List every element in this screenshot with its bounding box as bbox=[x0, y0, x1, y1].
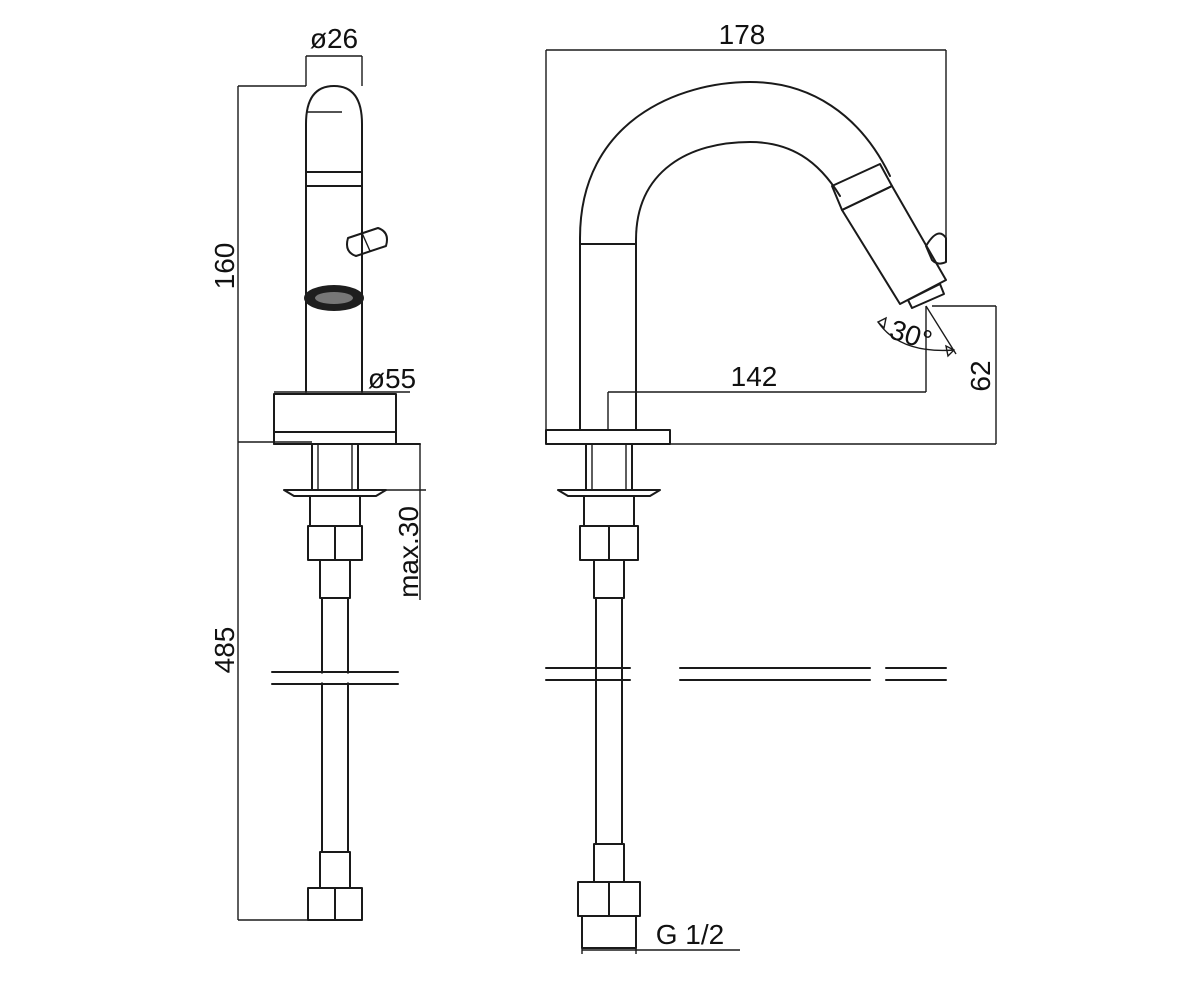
dim-front-reach: 142 bbox=[731, 361, 778, 392]
front-angle-indicator bbox=[876, 305, 957, 392]
side-dimensions bbox=[237, 55, 426, 921]
front-mounting-stem bbox=[557, 443, 661, 599]
front-view bbox=[545, 49, 997, 954]
dim-side-max-thickness: max.30 bbox=[393, 506, 424, 598]
dim-side-base-diameter: ø55 bbox=[368, 363, 416, 394]
dim-front-spout-height: 62 bbox=[965, 360, 996, 391]
front-base-plate bbox=[545, 429, 671, 445]
dim-side-diameter-top: ø26 bbox=[310, 23, 358, 54]
side-base-plate bbox=[273, 393, 421, 445]
front-spout bbox=[579, 81, 891, 431]
side-lever-knob bbox=[346, 227, 388, 257]
front-spout-head bbox=[831, 163, 947, 309]
front-dimensions bbox=[545, 49, 997, 954]
side-aerator bbox=[304, 285, 364, 311]
dim-front-width: 178 bbox=[719, 19, 766, 50]
dim-front-thread: G 1/2 bbox=[656, 919, 724, 950]
side-faucet-body bbox=[305, 85, 363, 393]
side-view bbox=[237, 55, 426, 921]
side-hose bbox=[271, 597, 399, 921]
dim-side-height: 160 bbox=[209, 243, 240, 290]
front-hose bbox=[545, 597, 947, 949]
side-mounting-stem bbox=[283, 443, 387, 599]
dim-side-hose-length: 485 bbox=[209, 627, 240, 674]
